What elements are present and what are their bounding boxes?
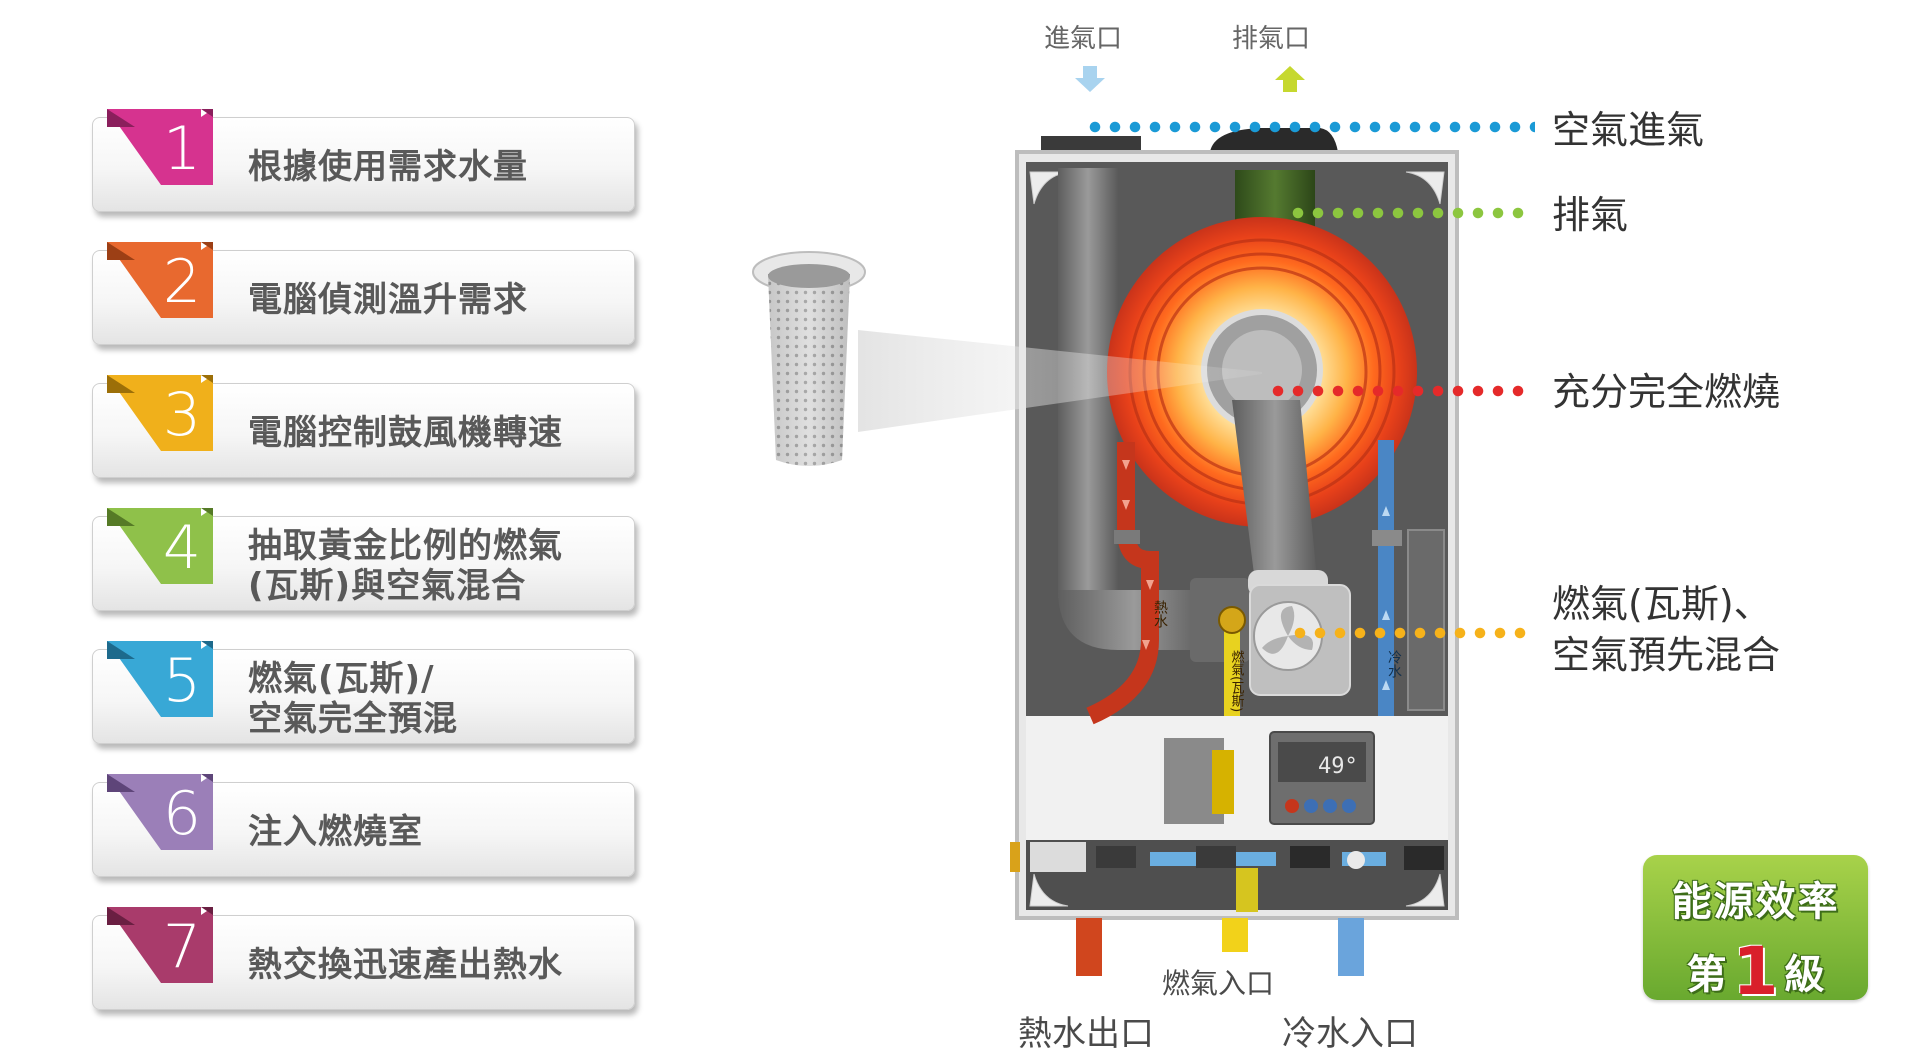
burner-cylinder-icon — [752, 251, 866, 466]
step-5: 5 燃氣(瓦斯)/空氣完全預混 — [92, 641, 635, 744]
step-label: 抽取黃金比例的燃氣(瓦斯)與空氣混合 — [248, 525, 563, 606]
step-ribbon — [105, 641, 223, 727]
premix-callout-line2: 空氣預先混合 — [1552, 633, 1781, 677]
ribbon-shape — [107, 641, 213, 717]
cold-water-inlet-stub — [1338, 918, 1364, 976]
ribbon-shape — [107, 907, 213, 983]
step-ribbon — [105, 242, 223, 328]
ribbon-shape — [107, 508, 213, 584]
step-ribbon — [105, 774, 223, 860]
step-label: 注入燃燒室 — [248, 811, 423, 852]
exhaust-callout: 排氣 — [1552, 193, 1629, 237]
cold-water-pipe-label: 冷水 — [1386, 650, 1402, 678]
exhaust-port-label: 排氣口 — [1232, 24, 1311, 54]
step-4: 4 抽取黃金比例的燃氣(瓦斯)與空氣混合 — [92, 508, 635, 611]
combustion-callout: 充分完全燃燒 — [1552, 370, 1781, 414]
step-label: 根據使用需求水量 — [248, 146, 528, 187]
display-temperature: 49° — [1318, 754, 1358, 779]
air-in-dotted-line — [1085, 121, 1535, 133]
panel-button-up-icon — [1323, 799, 1337, 813]
hot-water-pipe-label: 熱水 — [1152, 600, 1168, 628]
inlet-port-label: 進氣口 — [1044, 24, 1123, 54]
panel-button-down-icon — [1342, 799, 1356, 813]
exhaust-arrow-icon — [1275, 66, 1305, 92]
air-in-callout: 空氣進氣 — [1552, 108, 1705, 152]
hot-water-outlet-stub — [1076, 918, 1102, 976]
step-label: 燃氣(瓦斯)/空氣完全預混 — [248, 658, 458, 739]
step-6: 6 注入燃燒室 — [92, 774, 635, 877]
step-3: 3 電腦控制鼓風機轉速 — [92, 375, 635, 478]
premix-callout-line1: 燃氣(瓦斯)、 — [1552, 582, 1772, 626]
ribbon-shape — [107, 774, 213, 850]
steps-list: 1 根據使用需求水量 2 電腦偵測溫升需求 3 電腦控制鼓風機轉速 4 抽取黃金… — [0, 0, 700, 1049]
step-ribbon — [105, 907, 223, 993]
control-panel-area — [1026, 716, 1448, 840]
step-number: 3 — [162, 380, 202, 450]
gas-pipe-label: 燃氣(瓦斯) — [1229, 649, 1245, 712]
panel-button-power-icon — [1285, 799, 1299, 813]
step-1: 1 根據使用需求水量 — [92, 109, 635, 212]
ribbon-shape — [107, 375, 213, 451]
panel-button-icon — [1304, 799, 1318, 813]
ribbon-shape — [107, 109, 213, 185]
step-label: 電腦控制鼓風機轉速 — [248, 412, 563, 453]
step-number: 2 — [162, 247, 202, 317]
step-7: 7 熱交換迅速產出熱水 — [92, 907, 635, 1010]
badge-title: 能源效率 — [1671, 879, 1840, 925]
step-number: 5 — [162, 646, 202, 716]
zoom-beam — [858, 330, 1262, 432]
step-ribbon — [105, 375, 223, 461]
badge-level-number: 1 — [1732, 933, 1779, 1010]
step-number: 7 — [162, 912, 202, 982]
step-ribbon — [105, 508, 223, 594]
water-heater-illustration: 熱水 冷水 燃氣(瓦斯) 49° — [752, 66, 1459, 976]
ribbon-shape — [107, 242, 213, 318]
step-number: 1 — [162, 114, 202, 184]
step-2: 2 電腦偵測溫升需求 — [92, 242, 635, 345]
step-label: 熱交換迅速產出熱水 — [248, 944, 563, 985]
gas-inlet-stub — [1222, 918, 1248, 952]
step-number: 6 — [162, 779, 202, 849]
premix-dotted-line — [1290, 627, 1532, 639]
step-number: 4 — [162, 513, 202, 583]
exhaust-dotted-line — [1288, 207, 1528, 219]
hot-water-outlet-label: 熱水出口 — [1018, 1014, 1154, 1054]
combustion-dotted-line — [1268, 385, 1528, 397]
inlet-arrow-icon — [1075, 66, 1105, 92]
step-ribbon — [105, 109, 223, 195]
burner-feed-pipe — [1232, 400, 1318, 590]
cold-water-inlet-label: 冷水入口 — [1282, 1014, 1418, 1054]
step-label: 電腦偵測溫升需求 — [248, 279, 528, 320]
gas-inlet-label: 燃氣入口 — [1162, 967, 1275, 1000]
gas-pipe — [1224, 612, 1240, 716]
exhaust-collar — [1210, 128, 1338, 152]
